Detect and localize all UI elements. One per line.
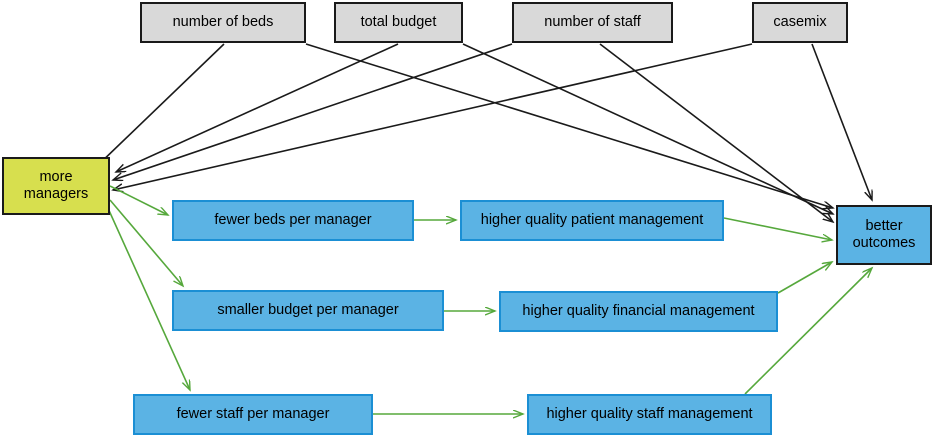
node-fewer-beds-per-manager[interactable]: fewer beds per manager [172, 200, 414, 241]
edge-higher-quality-patient-management-to-better-outcomes [723, 217, 832, 240]
node-label-number-of-beds: number of beds [172, 13, 274, 30]
edge-total-budget-to-more-managers [116, 43, 399, 172]
node-label-higher-quality-patient-management: higher quality patient management [480, 211, 704, 228]
node-label-better-outcomes: better outcomes [852, 217, 916, 251]
node-casemix[interactable]: casemix [752, 2, 848, 43]
node-smaller-budget-per-manager[interactable]: smaller budget per manager [172, 290, 444, 331]
node-number-of-staff[interactable]: number of staff [512, 2, 673, 43]
edge-number-of-staff-to-better-outcomes [599, 43, 833, 222]
node-higher-quality-financial-management[interactable]: higher quality financial management [499, 291, 778, 332]
edge-total-budget-to-better-outcomes [462, 43, 833, 214]
node-label-number-of-staff: number of staff [544, 13, 641, 30]
node-number-of-beds[interactable]: number of beds [140, 2, 306, 43]
edge-more-managers-to-fewer-beds-per-manager [109, 185, 168, 215]
node-label-higher-quality-financial-management: higher quality financial management [522, 302, 755, 319]
edge-number-of-staff-to-more-managers [113, 43, 513, 180]
edge-casemix-to-more-managers [113, 43, 753, 190]
node-label-casemix: casemix [773, 13, 827, 30]
node-label-fewer-staff-per-manager: fewer staff per manager [176, 405, 330, 422]
node-total-budget[interactable]: total budget [334, 2, 463, 43]
node-label-higher-quality-staff-management: higher quality staff management [546, 405, 753, 422]
node-label-fewer-beds-per-manager: fewer beds per manager [214, 211, 372, 228]
node-fewer-staff-per-manager[interactable]: fewer staff per manager [133, 394, 373, 435]
edge-casemix-to-better-outcomes [811, 43, 872, 200]
node-more-managers[interactable]: more managers [2, 157, 110, 215]
node-label-smaller-budget-per-manager: smaller budget per manager [217, 301, 399, 318]
edge-number-of-beds-to-better-outcomes [305, 43, 833, 208]
node-label-total-budget: total budget [360, 13, 437, 30]
edge-higher-quality-financial-management-to-better-outcomes [777, 262, 832, 294]
edge-number-of-beds-to-more-managers [95, 43, 225, 168]
node-higher-quality-patient-management[interactable]: higher quality patient management [460, 200, 724, 241]
node-higher-quality-staff-management[interactable]: higher quality staff management [527, 394, 772, 435]
node-label-more-managers: more managers [23, 168, 89, 202]
node-better-outcomes[interactable]: better outcomes [836, 205, 932, 265]
